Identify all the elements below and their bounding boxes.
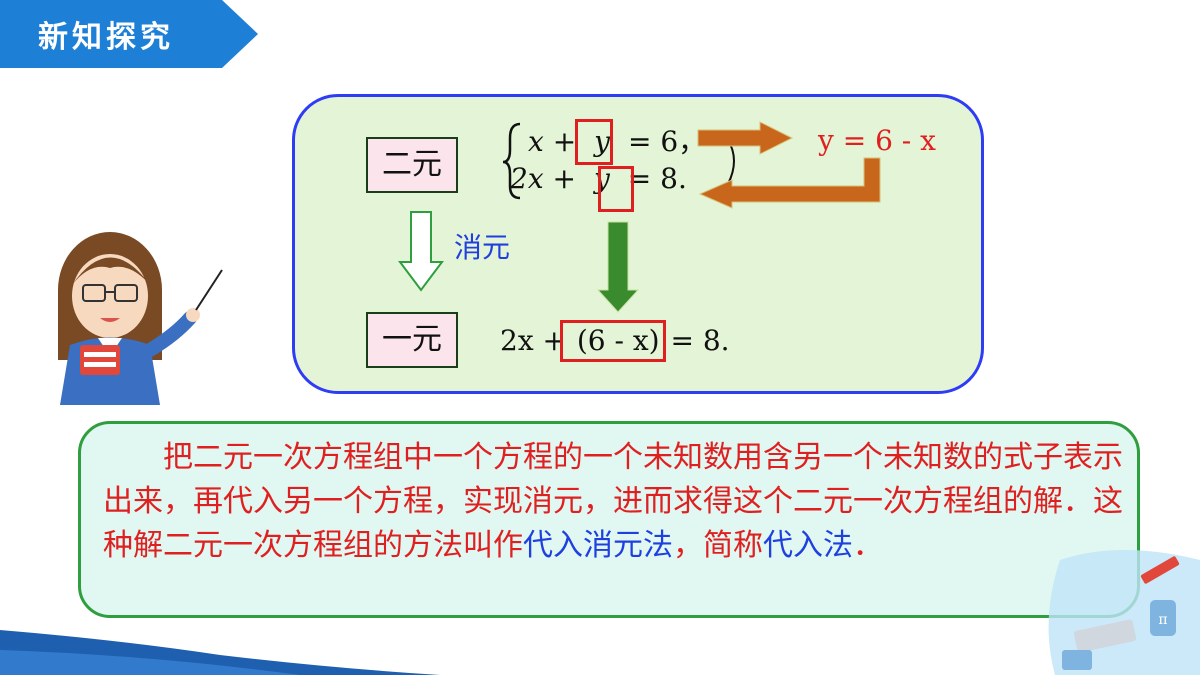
banner-shape <box>0 0 258 68</box>
method-name: 代入消元法 <box>523 528 673 563</box>
substitution-expression: y = 6 - x <box>818 124 936 157</box>
equation-2: 2x + y = 8. <box>510 162 687 195</box>
one-variable-label: 一元 <box>366 312 458 368</box>
definition-part-3: ． <box>853 528 883 563</box>
teacher-icon <box>58 232 223 405</box>
highlight-y-eq1 <box>575 119 613 165</box>
definition-box: 把二元一次方程组中一个方程的一个未知数用含另一个未知数的式子表示出来，再代入另一… <box>78 421 1140 618</box>
title-banner: 新知探究 <box>0 0 258 68</box>
svg-text:π: π <box>1158 612 1167 628</box>
page-title: 新知探究 <box>38 20 174 55</box>
method-short-name: 代入法 <box>763 528 853 563</box>
highlight-y-eq2 <box>598 166 634 212</box>
highlight-substituted <box>560 320 666 362</box>
equation-1: x + y = 6， <box>528 125 707 158</box>
definition-part-2: ，简称 <box>673 528 763 563</box>
two-variable-label: 二元 <box>366 137 458 193</box>
eliminate-label: 消元 <box>454 231 511 264</box>
wave-shape <box>0 630 440 675</box>
result-equation: 2x + (6 - x) = 8. <box>500 324 730 357</box>
definition-part-1: 把二元一次方程组中一个方程的一个未知数用含另一个未知数的式子表示出来，再代入另一… <box>103 440 1123 563</box>
definition-text: 把二元一次方程组中一个方程的一个未知数用含另一个未知数的式子表示出来，再代入另一… <box>103 436 1123 568</box>
